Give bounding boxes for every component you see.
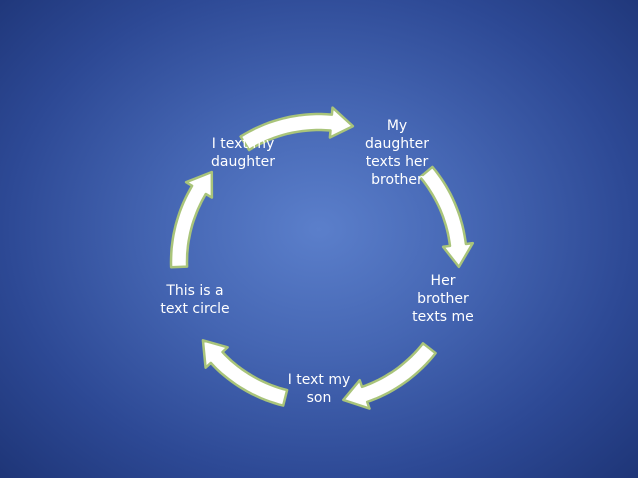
node-i-text-my-daughter: I text my daughter [211, 136, 275, 170]
arrow-layer [169, 106, 475, 410]
node-her-brother-texts-me: Her brother texts me [412, 273, 474, 325]
arrow-n5-to-n1 [169, 170, 214, 269]
node-my-daughter-texts-her-brother: My daughter texts her brother [365, 118, 429, 188]
arrow-n4-to-n5 [201, 339, 289, 407]
node-this-is-a-text-circle: This is a text circle [160, 283, 230, 317]
arrow-n3-to-n4 [342, 342, 437, 410]
node-i-text-my-son: I text my son [287, 372, 351, 406]
arrow-n1-to-n2 [239, 106, 355, 152]
arrow-n2-to-n3 [418, 165, 475, 269]
